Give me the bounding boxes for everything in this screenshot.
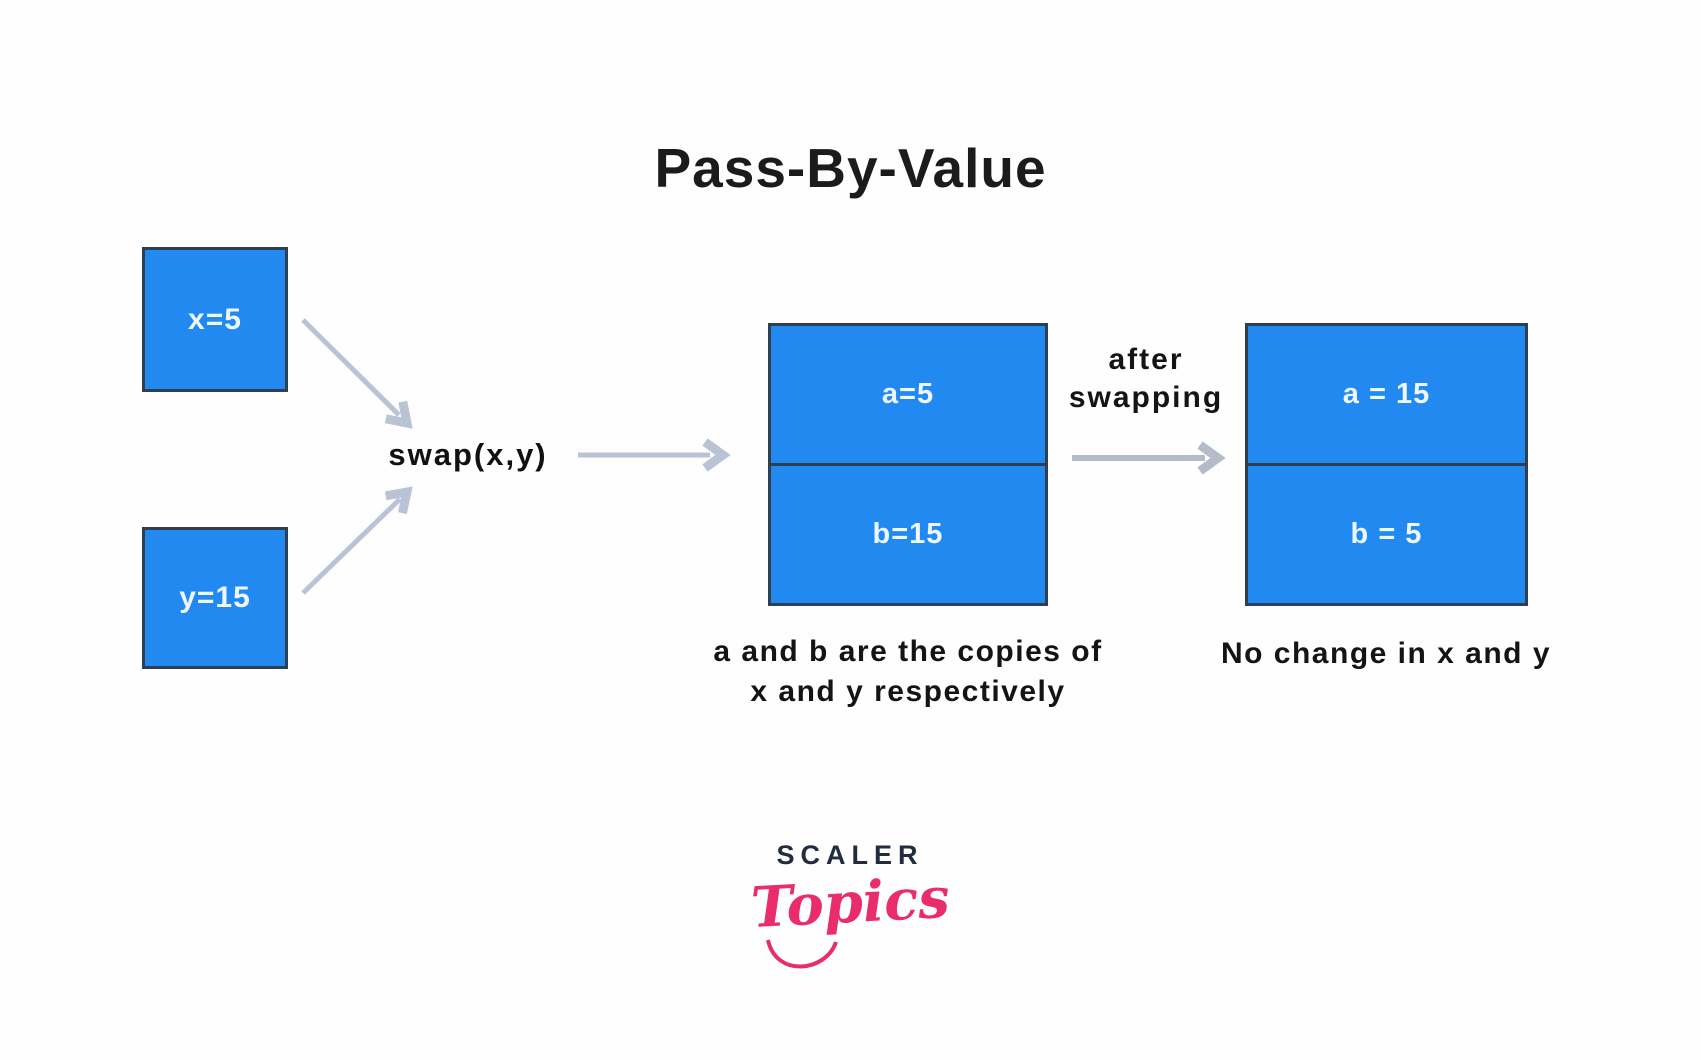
variable-y-label: y=15: [179, 581, 251, 614]
result-box-b-cell: b = 5: [1248, 466, 1525, 603]
topics-swash-icon: [766, 939, 838, 969]
variable-box-y: y=15: [142, 527, 288, 669]
logo-topics-text: Topics: [749, 864, 951, 942]
copies-a-label: a=5: [881, 378, 935, 410]
arrow-after-swapping-icon: [1072, 441, 1226, 475]
arrow-x-to-swap-icon: [301, 318, 413, 429]
arrow-swap-to-copies-icon: [578, 438, 731, 472]
logo-scaler-text: SCALER: [776, 840, 924, 870]
result-box: a = 15 b = 5: [1245, 323, 1528, 606]
result-caption: No change in x and y: [1220, 637, 1552, 670]
arrow-y-to-swap-icon: [301, 486, 413, 595]
after-swapping-line2: swapping: [1068, 381, 1224, 414]
after-swapping-line1: after: [1108, 343, 1184, 376]
variable-box-x: x=5: [142, 247, 288, 392]
result-a-label: a = 15: [1342, 378, 1431, 410]
copies-b-label: b=15: [872, 518, 944, 550]
copies-box-b-cell: b=15: [771, 466, 1045, 603]
copies-caption: a and b are the copies of x and y respec…: [658, 632, 1158, 712]
scaler-topics-logo: SCALER Topics: [700, 840, 1000, 941]
after-swapping-label: after swapping: [1056, 341, 1236, 417]
copies-caption-line2: x and y respectively: [750, 675, 1066, 708]
copies-box-a-cell: a=5: [771, 326, 1045, 466]
variable-x-label: x=5: [188, 302, 242, 336]
result-box-a-cell: a = 15: [1248, 326, 1525, 466]
page-title: Pass-By-Value: [654, 137, 1047, 199]
result-b-label: b = 5: [1350, 518, 1423, 550]
copies-caption-line1: a and b are the copies of: [713, 635, 1103, 668]
copies-box: a=5 b=15: [768, 323, 1048, 606]
swap-function-label: swap(x,y): [388, 437, 548, 472]
